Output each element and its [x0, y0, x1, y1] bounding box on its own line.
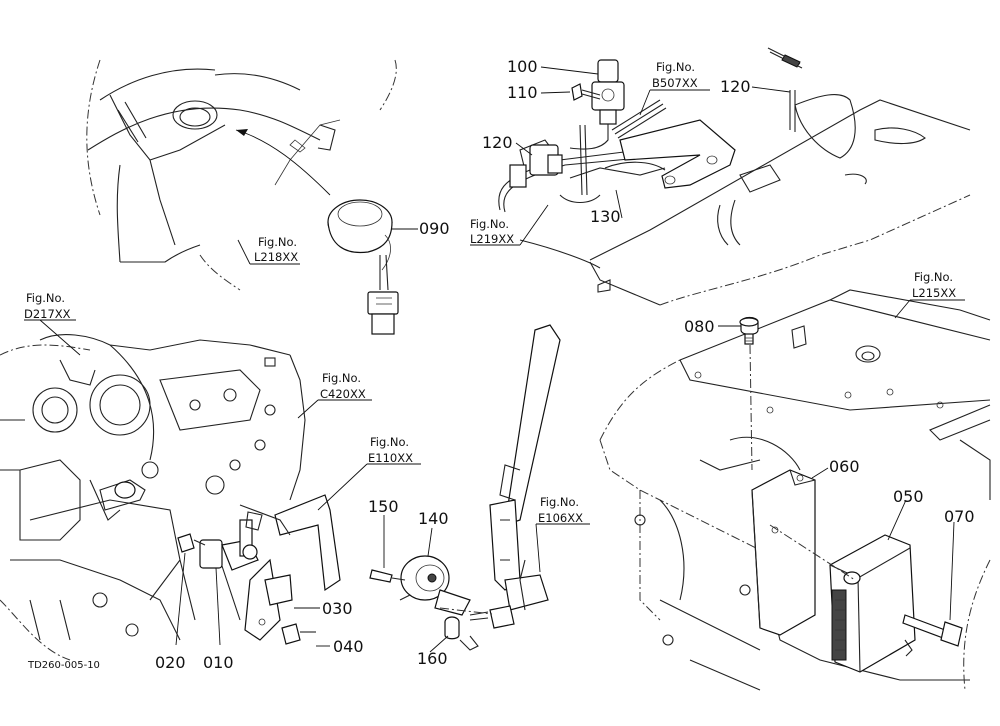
centerline-horn	[439, 607, 493, 615]
figref-L218-title: Fig.No.	[258, 235, 297, 249]
figref-L219-number: L219XX	[470, 232, 514, 246]
centerline-080	[749, 344, 753, 471]
figref-L219-title: Fig.No.	[470, 217, 509, 231]
figref-E110-number: E110XX	[368, 451, 413, 465]
callout-020: 020	[155, 653, 186, 672]
controller-unit-050	[829, 534, 916, 673]
sensor-switch-assembly-100	[498, 59, 736, 213]
callout-120-left: 120	[482, 133, 513, 152]
callout-140: 140	[418, 509, 449, 528]
callout-120-right: 120	[720, 77, 751, 96]
upper-frame-illustration	[519, 47, 971, 306]
figure-references: Fig.No. L218XX Fig.No. B507XX Fig.No. L2…	[24, 60, 956, 525]
bolt-080	[739, 316, 759, 345]
controller-bracket-060	[751, 469, 816, 636]
dashboard-panel-illustration	[86, 59, 397, 291]
callout-100: 100	[507, 57, 538, 76]
figref-C420-number: C420XX	[320, 387, 366, 401]
callout-030: 030	[322, 599, 353, 618]
callout-080: 080	[684, 317, 715, 336]
callout-160: 160	[417, 649, 448, 668]
callout-050: 050	[893, 487, 924, 506]
figref-E106-title: Fig.No.	[540, 495, 579, 509]
drawing-code: TD260-005-10	[27, 660, 100, 671]
part-callouts: 100 110 120 120 130 090 080 060 050 070 …	[155, 57, 975, 672]
sensor-bracket-010-030	[89, 479, 341, 645]
figref-E110-title: Fig.No.	[370, 435, 409, 449]
figref-E106-number: E106XX	[538, 511, 583, 525]
hour-meter-090	[327, 199, 399, 335]
figref-L215-number: L215XX	[912, 286, 956, 300]
callout-040: 040	[333, 637, 364, 656]
figref-L218-number: L218XX	[254, 250, 298, 264]
callout-070: 070	[944, 507, 975, 526]
callout-130: 130	[590, 207, 621, 226]
callout-060: 060	[829, 457, 860, 476]
callout-010: 010	[203, 653, 234, 672]
engine-block-illustration	[0, 334, 306, 661]
bolt-070	[902, 614, 963, 647]
callout-150: 150	[368, 497, 399, 516]
callout-110: 110	[507, 83, 538, 102]
figref-D217-number: D217XX	[24, 307, 71, 321]
figref-L215-title: Fig.No.	[914, 270, 953, 284]
lever-and-horn-illustration	[369, 324, 561, 651]
dashboard-frame-illustration	[599, 289, 991, 691]
figref-B507-number: B507XX	[652, 76, 698, 90]
figref-C420-title: Fig.No.	[322, 371, 361, 385]
leader-lines	[24, 66, 965, 653]
figref-D217-title: Fig.No.	[26, 291, 65, 305]
callout-090: 090	[419, 219, 450, 238]
figref-B507-title: Fig.No.	[656, 60, 695, 74]
